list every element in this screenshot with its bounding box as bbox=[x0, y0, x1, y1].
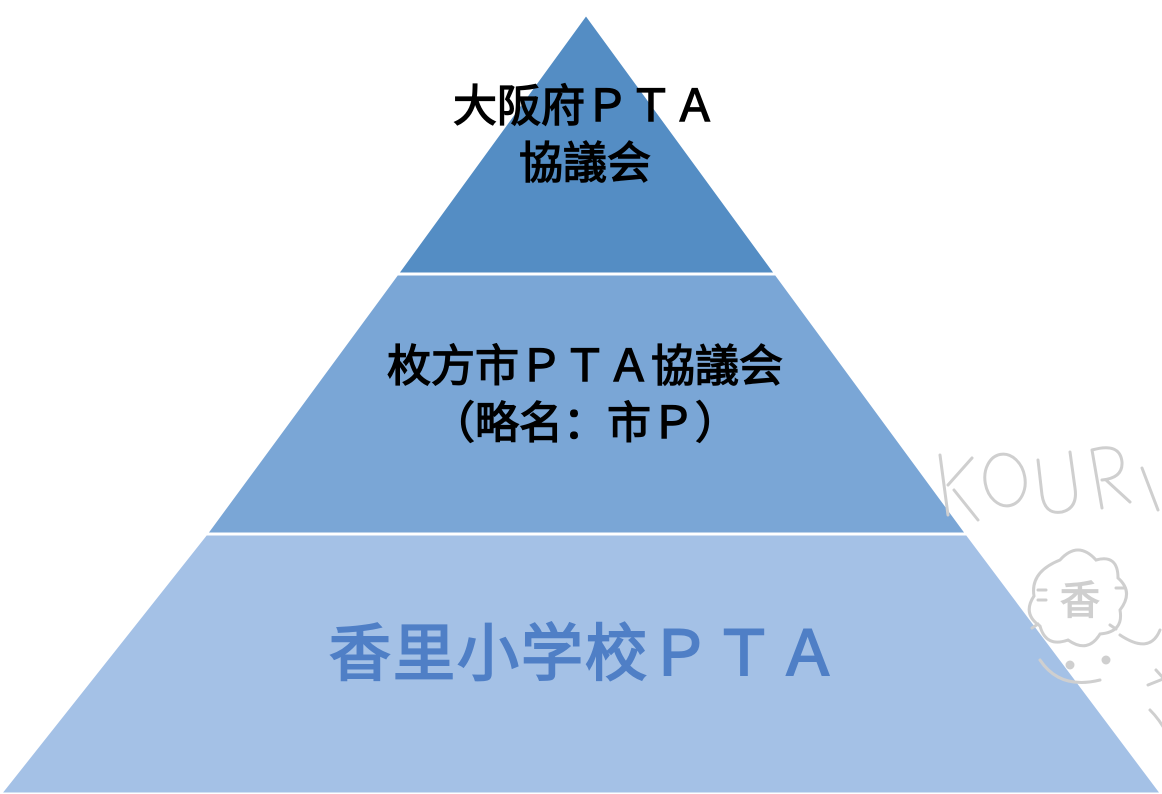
tier-middle-line-2: （略名：市Ｐ） bbox=[431, 398, 739, 450]
tier-top-line-1: 大阪府ＰＴＡ bbox=[453, 81, 717, 132]
kouri-logo-watermark: 香 bbox=[920, 420, 1162, 794]
tier-bottom-line-1: 香里小学校ＰＴＡ bbox=[328, 617, 841, 690]
tier-top-line-2: 協議会 bbox=[519, 138, 651, 190]
svg-text:香: 香 bbox=[1060, 578, 1100, 624]
tier-label-osaka-pta: 大阪府ＰＴＡ 協議会 bbox=[385, 78, 785, 192]
pyramid-tier-top bbox=[394, 11, 779, 276]
tier-label-hirakata-pta: 枚方市ＰＴＡ協議会 （略名：市Ｐ） bbox=[285, 338, 885, 452]
tier-label-kouri-school-pta: 香里小学校ＰＴＡ bbox=[185, 614, 985, 695]
tier-middle-line-1: 枚方市ＰＴＡ協議会 bbox=[387, 341, 783, 392]
